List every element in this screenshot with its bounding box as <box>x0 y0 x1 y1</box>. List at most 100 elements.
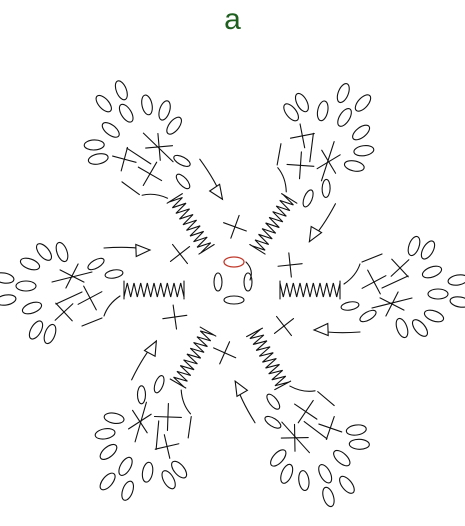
chain-loop <box>171 460 188 479</box>
chain-loop <box>266 393 281 410</box>
chain-loop <box>316 100 329 122</box>
chain-loop <box>354 94 372 112</box>
chain-loop <box>343 160 365 172</box>
chain-loop <box>87 257 105 271</box>
chain-loop <box>35 243 53 261</box>
chain-loop <box>395 317 409 339</box>
chain-loop <box>421 265 443 279</box>
connecting-chains <box>276 132 335 182</box>
chain-loop <box>173 154 191 167</box>
chain-loop <box>340 301 360 311</box>
direction-arrow-head <box>208 183 224 201</box>
single-crochet-cross <box>128 409 152 434</box>
stem <box>103 295 121 317</box>
chain-loop <box>158 100 171 121</box>
chain-loop <box>15 280 37 292</box>
arm-top-right <box>249 83 375 278</box>
center-ring <box>213 256 253 305</box>
chain-loop <box>28 320 44 340</box>
single-crochet-cross <box>361 269 387 295</box>
chain-loop <box>352 124 371 141</box>
single-crochet-cross <box>280 423 309 452</box>
chain-loop <box>270 449 287 467</box>
post-stitch-bar <box>166 193 215 255</box>
single-crochet-cross <box>169 243 191 265</box>
chain-loop <box>19 257 41 271</box>
post-stitch-bar <box>169 326 217 389</box>
single-crochet-cross <box>379 291 405 317</box>
single-crochet-cross <box>153 402 182 431</box>
single-crochet-cross <box>223 214 247 239</box>
chain-loop <box>345 424 367 436</box>
arm-bottom-right <box>213 327 370 508</box>
chain-loop <box>0 272 15 284</box>
chain-loop <box>141 94 153 116</box>
chain-loop <box>302 189 314 208</box>
chain-loop <box>118 103 134 123</box>
chain-loop <box>101 122 120 138</box>
single-crochet-cross <box>213 341 237 365</box>
chain-loop <box>336 83 350 104</box>
chain-loop <box>348 438 370 450</box>
chain-loop <box>427 288 449 300</box>
chain-loop <box>95 94 112 113</box>
center-tail <box>245 261 252 281</box>
connecting-chains <box>121 132 174 196</box>
single-crochet-cross <box>137 161 163 187</box>
single-crochet-cross <box>390 258 410 278</box>
chain-loop <box>114 80 128 101</box>
chain-loop <box>449 296 465 308</box>
single-crochet-cross <box>294 399 318 424</box>
chain-loop <box>99 443 118 460</box>
stem <box>277 167 287 193</box>
chain-loop <box>322 486 335 508</box>
chain-loop <box>337 107 352 127</box>
post-stitch-bar <box>279 280 341 300</box>
chain-loop <box>153 375 165 394</box>
stem <box>180 389 192 415</box>
chain-loop <box>161 470 176 490</box>
chain-loop <box>166 116 182 135</box>
arm-right <box>273 235 465 339</box>
chain-loop <box>264 415 282 429</box>
chain-loop <box>318 464 333 484</box>
chain-loop <box>0 294 17 306</box>
chain-loop <box>94 428 116 440</box>
chain-loop <box>420 240 436 260</box>
starting-loop <box>223 256 245 268</box>
single-crochet-cross <box>112 146 137 172</box>
connecting-chains <box>134 401 192 450</box>
arm-top-left <box>83 80 247 255</box>
single-crochet-cross <box>277 252 303 278</box>
arm-left <box>0 241 191 345</box>
single-crochet-cross <box>162 304 188 330</box>
post-stitch-bar <box>123 280 185 300</box>
direction-arrow-head <box>308 225 323 243</box>
figure-label: a <box>224 3 241 36</box>
single-crochet-cross <box>273 315 295 337</box>
chain-loop <box>103 412 125 424</box>
chain-loop <box>447 274 465 286</box>
chain-loop <box>83 139 105 151</box>
single-crochet-cross <box>145 132 174 161</box>
connecting-chains <box>361 253 413 309</box>
chain-loop <box>294 92 309 113</box>
chain-loop <box>87 153 109 165</box>
chain-loop <box>280 463 294 484</box>
stem <box>289 385 316 392</box>
chain-loop <box>118 456 133 476</box>
direction-arrow-head <box>234 379 249 398</box>
single-crochet-cross <box>289 123 315 149</box>
stem <box>141 193 169 199</box>
chain-loop <box>141 461 154 483</box>
direction-arrow-head <box>143 339 158 358</box>
chain-loop <box>121 480 135 501</box>
direction-arrow-head <box>135 243 152 258</box>
connecting-chains <box>51 271 103 327</box>
chain-loop <box>359 309 377 323</box>
post-stitch-bar <box>246 327 292 391</box>
connecting-chains <box>281 391 335 454</box>
single-crochet-cross <box>77 285 103 311</box>
chain-loop <box>43 323 57 345</box>
